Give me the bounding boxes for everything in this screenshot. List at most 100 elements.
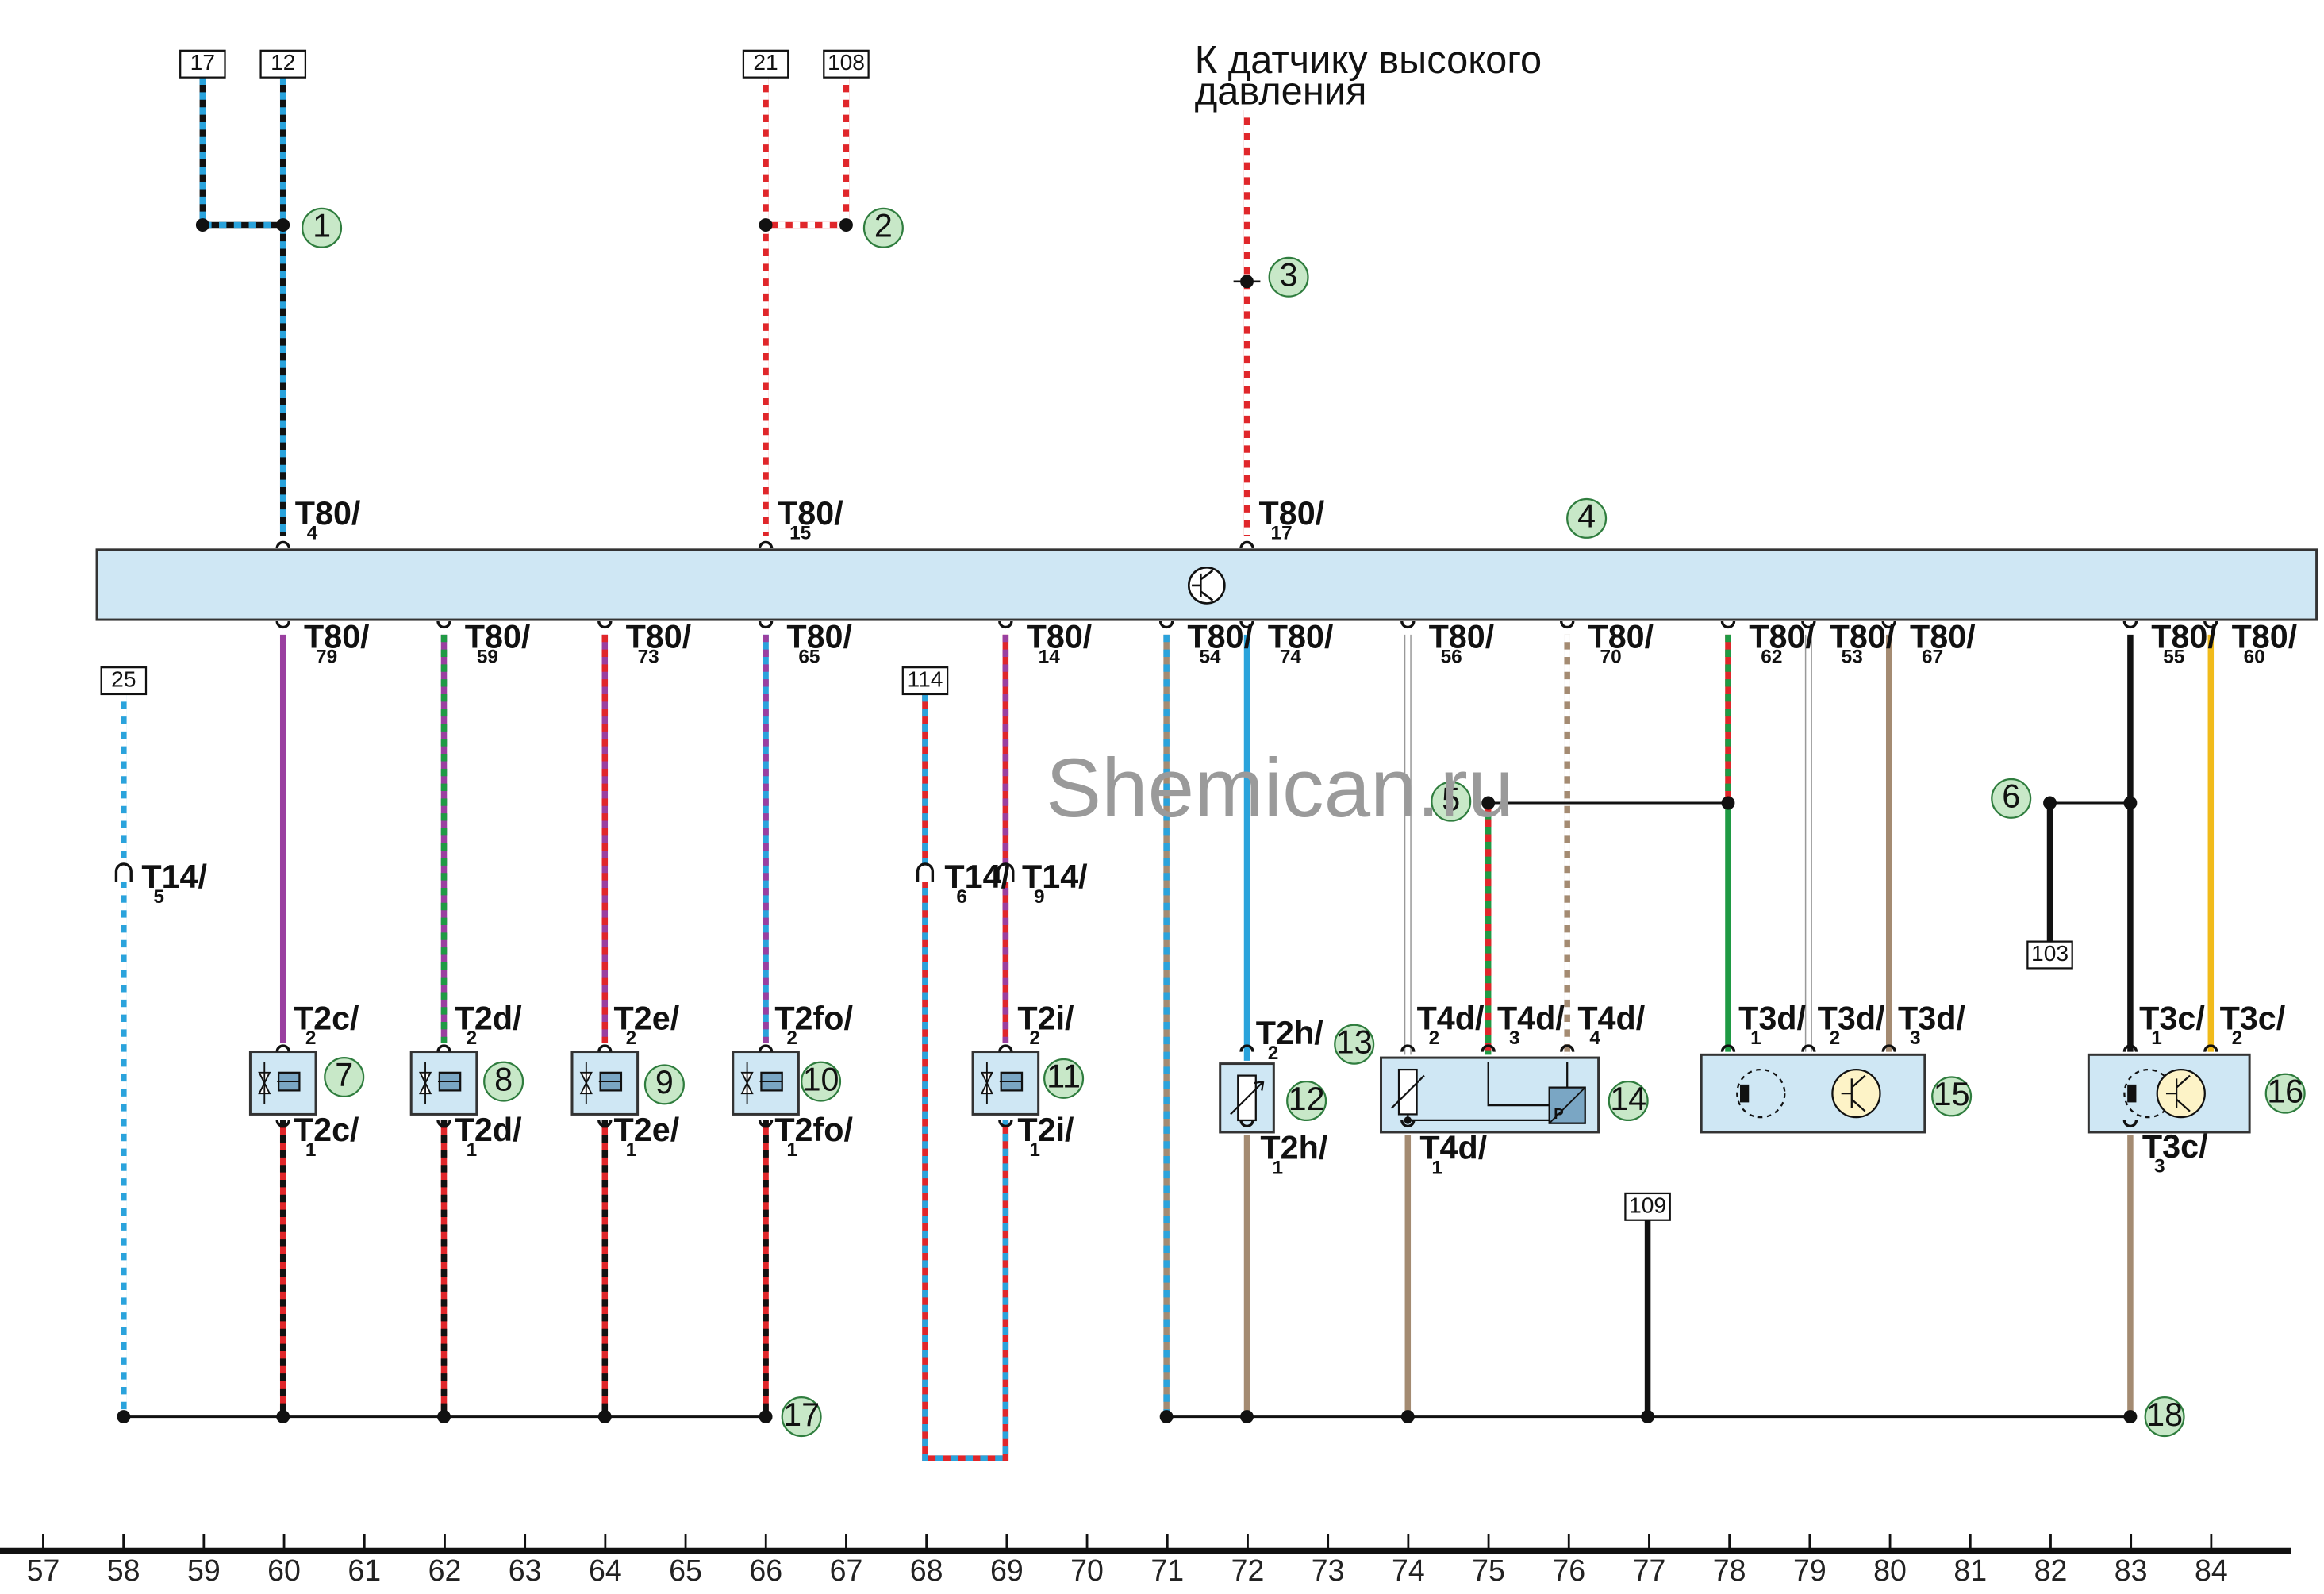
pin-connector	[2122, 1120, 2138, 1128]
junction-dot	[1159, 1410, 1174, 1424]
callout-label: 16	[2267, 1073, 2303, 1109]
pin-connector	[436, 620, 451, 629]
terminal-label: T4d/	[1419, 1130, 1487, 1166]
terminal-pin: 3	[1910, 1027, 1921, 1049]
callout-label: 12	[1289, 1081, 1325, 1117]
pin-connector	[436, 1044, 451, 1052]
terminal-pin: 1	[1750, 1027, 1761, 1049]
terminal-pin: 65	[798, 647, 820, 668]
junction-dot	[839, 218, 853, 232]
callout-label: 4	[1577, 498, 1596, 535]
terminal-pin: 73	[638, 647, 659, 668]
ref-label: 25	[111, 667, 136, 692]
terminal-pin: 56	[1441, 647, 1462, 668]
terminal-label: T14/	[141, 858, 207, 895]
callout-6: 6	[1991, 778, 2032, 819]
callout-label: 9	[655, 1064, 674, 1100]
pin-connector	[1239, 540, 1254, 549]
note-line-1: К датчику высокого	[1195, 39, 1542, 82]
terminal-label: T80/	[1588, 619, 1654, 655]
ruler-label: 64	[589, 1554, 622, 1587]
terminal-label: T2e/	[614, 1112, 680, 1148]
callout-label: 11	[1047, 1058, 1081, 1095]
junction-dot	[2043, 796, 2057, 810]
p-symbol: P	[1554, 1105, 1564, 1122]
callout-label: 7	[335, 1057, 353, 1093]
callout-label: 6	[2002, 778, 2020, 815]
pin-connector	[2203, 1044, 2218, 1052]
pin-connector	[1881, 620, 1896, 629]
pin-connector	[1720, 1044, 1736, 1052]
terminal-pin: 53	[1842, 647, 1863, 668]
terminal-pin: 1	[626, 1139, 637, 1161]
pin-connector	[1400, 1120, 1416, 1128]
ref-17: 17	[179, 49, 226, 79]
pin-connector	[1881, 1044, 1896, 1052]
pin-connector	[2203, 620, 2218, 629]
terminal-pin: 3	[2154, 1156, 2165, 1177]
ref-label: 114	[908, 667, 943, 692]
junctions	[114, 218, 2218, 1424]
terminal-label: T2h/	[1256, 1015, 1323, 1051]
junction-dot	[1240, 275, 1254, 289]
ref-label: 108	[828, 50, 865, 75]
callout-15: 15	[1931, 1076, 1973, 1117]
terminal-pin: 2	[467, 1027, 478, 1049]
terminal-pin: 2	[1268, 1043, 1279, 1064]
solenoid-valve	[570, 1051, 640, 1116]
terminal-pin: 1	[467, 1139, 478, 1161]
pin-connector	[1239, 1120, 1254, 1128]
ruler-label: 76	[1552, 1554, 1585, 1587]
ruler-label: 80	[1873, 1554, 1907, 1587]
callout-3: 3	[1268, 256, 1309, 298]
wire-ref114-loop	[922, 693, 1009, 1461]
wire-ref17	[199, 77, 283, 229]
terminal-label: T2d/	[455, 1000, 522, 1036]
terminal-pin: 4	[1589, 1027, 1600, 1049]
pin-connector	[2122, 620, 2138, 629]
terminal-label: T14/	[1022, 858, 1088, 895]
note-line-2: давления	[1195, 70, 1367, 113]
terminal-label: T80/	[1187, 619, 1253, 655]
pin-connector	[1400, 1044, 1416, 1052]
terminal-pin: 67	[1922, 647, 1943, 668]
terminal-label: T80/	[786, 619, 852, 655]
junction-dot	[759, 218, 773, 232]
terminal-pin: 2	[2232, 1027, 2243, 1049]
pin-connector	[998, 620, 1013, 629]
pin-connector	[1400, 620, 1416, 629]
terminal-label: T80/	[1429, 619, 1495, 655]
terminal-pin: 1	[2151, 1027, 2162, 1049]
terminal-label: T80/	[1749, 619, 1815, 655]
pin-connector	[275, 620, 290, 629]
solenoid-valve	[971, 1051, 1040, 1116]
ref-label: 21	[753, 50, 778, 75]
pin-connector	[1481, 1044, 1496, 1052]
pressure-sensor-14: P	[1379, 1056, 1600, 1134]
terminal-pin: 60	[2244, 647, 2265, 668]
terminal-pin: 4	[307, 523, 318, 544]
terminal-pin: 55	[2163, 647, 2184, 668]
ruler-label: 65	[669, 1554, 702, 1587]
ruler-label: 57	[27, 1554, 60, 1587]
terminal-label: T80/	[465, 619, 531, 655]
ref-label: 103	[2031, 941, 2069, 966]
terminal-label: T80/	[2151, 619, 2217, 655]
pin-connector	[998, 1044, 1013, 1052]
callout-label: 13	[1336, 1024, 1373, 1060]
junction-dot	[437, 1410, 451, 1424]
pin-connector	[998, 1120, 1013, 1128]
terminal-pin: 2	[1029, 1027, 1040, 1049]
terminal-pin: 6	[956, 886, 967, 908]
pin-connector	[1559, 1044, 1575, 1052]
terminal-label: T80/	[2232, 619, 2298, 655]
terminal-label: T2h/	[1260, 1130, 1327, 1166]
pin-connector	[1559, 620, 1575, 629]
ruler-label: 78	[1713, 1554, 1746, 1587]
ruler-label: 81	[1953, 1554, 1987, 1587]
terminal-label: T80/	[295, 495, 361, 532]
callout-label: 18	[2146, 1396, 2183, 1433]
ref-12: 12	[259, 49, 307, 79]
callout-12: 12	[1286, 1081, 1327, 1122]
